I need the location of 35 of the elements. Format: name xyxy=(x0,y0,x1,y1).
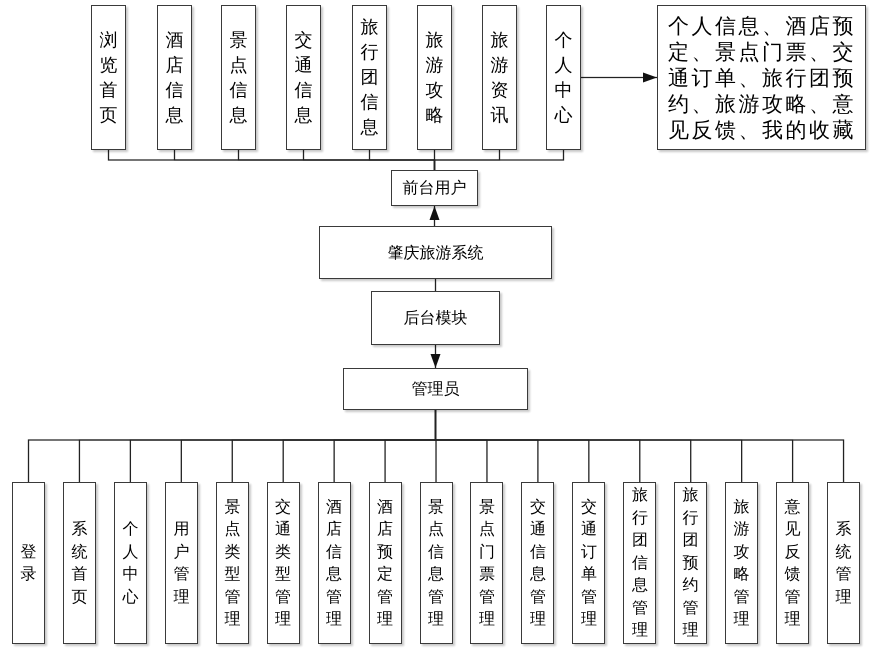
module-box: 系统管理 xyxy=(827,482,860,644)
connector-line xyxy=(434,279,436,291)
arrow xyxy=(430,345,440,368)
module-box: 旅游攻略 xyxy=(417,5,452,150)
module-box: 交通信息管理 xyxy=(521,482,554,644)
module-box: 景点信息管理 xyxy=(420,482,453,644)
process-box: 后台模块 xyxy=(371,291,500,345)
module-box: 景点类型管理 xyxy=(216,482,249,644)
process-box: 肇庆旅游系统 xyxy=(319,226,552,279)
module-box: 旅行团信息管理 xyxy=(623,482,656,644)
process-box: 前台用户 xyxy=(391,170,478,206)
module-box: 旅行团预约管理 xyxy=(674,482,708,644)
module-box: 浏览首页 xyxy=(91,5,126,150)
module-box: 酒店预定管理 xyxy=(368,482,402,644)
arrow xyxy=(581,72,657,82)
module-box: 登录 xyxy=(12,482,45,644)
module-box: 景点信息 xyxy=(221,5,256,150)
module-box: 酒店信息 xyxy=(157,5,192,150)
module-box: 交通订单管理 xyxy=(572,482,606,644)
module-box: 系统首页 xyxy=(62,482,96,644)
module-box: 个人中心 xyxy=(546,5,581,150)
module-box: 意见反馈管理 xyxy=(776,482,810,644)
note-box: 个人信息、酒店预定、景点门票、交通订单、旅行团预约、旅游攻略、意见反馈、我的收藏 xyxy=(657,5,866,150)
module-box: 旅行团信息 xyxy=(352,5,387,150)
module-box: 景点门票管理 xyxy=(470,482,504,644)
module-box: 旅游资讯 xyxy=(482,5,517,150)
module-box: 交通类型管理 xyxy=(266,482,300,644)
module-box: 用户管理 xyxy=(164,482,198,644)
module-box: 酒店信息管理 xyxy=(318,482,351,644)
connector-line xyxy=(434,150,564,170)
process-box: 管理员 xyxy=(343,368,528,410)
arrow xyxy=(430,206,440,226)
module-box: 个人中心 xyxy=(114,482,147,644)
module-box: 交通信息 xyxy=(286,5,321,150)
module-box: 旅游攻略管理 xyxy=(725,482,758,644)
